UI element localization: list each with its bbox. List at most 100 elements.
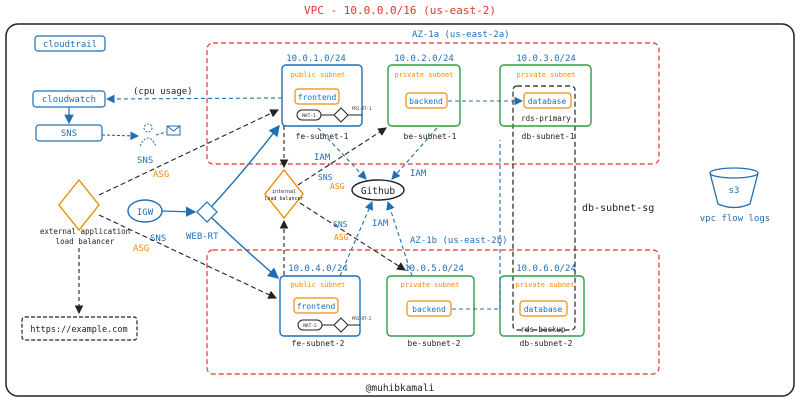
pri-rt-2-diamond [333,317,349,333]
int-lb-asg-label-1: ASG [330,182,345,191]
vpc-boundary [5,23,795,397]
be-subnet-2: 10.0.5.0/24 private subnet backend be-su… [386,264,475,348]
fe2-type: public subnet [291,281,346,289]
db2-rds: rds-backup [520,325,566,334]
pri-rt-2-label: PRI-RT-2 [352,316,372,321]
fe1-to-cloudwatch-arrow [105,94,283,104]
az2-boundary [206,249,660,375]
db1-database-box [523,92,572,109]
external-lb-line1: external application [40,227,130,236]
db1-cidr: 10.0.3.0/24 [516,54,576,64]
db-subnet-sg-label: db-subnet-sg [582,203,654,214]
be1-backend-box [405,92,448,109]
be1-type: private subnet [394,71,453,79]
be1-cidr: 10.0.2.0/24 [394,54,454,64]
fe2-name: fe-subnet-2 [292,339,345,348]
sns-asg-label-top-sns: SNS [137,156,153,166]
fe1-frontend-label: frontend [298,93,337,102]
az1-boundary [206,42,660,165]
iam-label-2: IAM [410,169,427,179]
sns-to-subscriber-arrow [101,131,140,141]
be2-backend-label: backend [412,305,446,314]
int-lb-to-be2-arrow [299,202,406,271]
cpu-usage-label: (cpu usage) [133,87,193,97]
int-lb-to-be1-arrow [297,127,387,186]
be-subnet-1: 10.0.2.0/24 private subnet backend be-su… [387,54,461,141]
fe1-name: fe-subnet-1 [296,132,349,141]
db1-database-label: database [528,97,567,106]
vpc-title: VPC - 10.0.0.0/16 (us-east-2) [304,4,496,17]
subscriber-to-email-line [155,131,167,136]
sns-asg-label-top-asg: ASG [153,170,169,180]
internal-load-balancer-icon [264,168,304,220]
int-lb-sns-label-1: SNS [318,173,333,182]
sns-label: SNS [61,129,77,139]
ext-lb-to-fe2-arrow [98,214,277,299]
igw-label: IGW [137,208,154,218]
db1-type: private subnet [516,71,575,79]
be2-iam-to-github-arrow [386,200,413,277]
be2-type: private subnet [400,281,459,289]
az1-label: AZ-1a (us-east-2a) [412,30,510,40]
be2-name: be-subnet-2 [408,339,461,348]
be1-backend-label: backend [409,97,443,106]
url-label: https://example.com [30,325,127,335]
email-icon [166,125,181,136]
be2-cidr: 10.0.5.0/24 [404,264,464,274]
nat2-label: NAT-2 [303,323,317,329]
nat1-label: NAT-1 [302,113,316,119]
cloudtrail-box [34,35,106,52]
pri-rt-1-diamond [333,107,349,123]
web-rt-to-fe1-arrow [211,124,280,207]
s3-label: s3 [729,186,740,196]
db-subnet-sg-boundary [512,85,576,331]
external-lb-line2: load balancer [56,237,115,246]
db1-name: db-subnet-1 [522,132,575,141]
igw-to-web-rt-arrow [161,206,197,217]
web-rt-diamond [196,201,218,223]
db2-database-box [519,300,568,317]
fe2-frontend-label: frontend [297,302,336,311]
github-label: Github [361,186,396,197]
sns-asg-label-bot-asg: ASG [133,244,149,254]
ext-lb-to-fe1-arrow [98,109,279,196]
db2-cidr: 10.0.6.0/24 [516,264,576,274]
fe1-frontend-box [294,88,340,105]
fe1-cidr: 10.0.1.0/24 [286,54,346,64]
github-node [351,179,405,201]
int-lb-sns-label-2: SNS [333,220,348,229]
subscriber-user-icon [139,123,157,147]
iam-label-3: IAM [372,219,389,229]
sns-asg-label-bot-sns: SNS [150,234,166,244]
s3-bucket-icon [709,167,759,209]
web-rt-label: WEB-RT [186,232,219,242]
url-box[interactable] [21,316,138,341]
iam-label-1: IAM [314,153,331,163]
db-subnet-2: 10.0.6.0/24 private subnet database rds-… [499,264,585,348]
db-subnet-1: 10.0.3.0/24 private subnet database rds-… [499,54,592,141]
az2-label: AZ-1b (us-east-2b) [410,236,508,246]
fe2-cidr: 10.0.4.0/24 [288,264,348,274]
pri-rt-1-label: PRI-RT-1 [352,106,372,111]
be2-backend-box [406,300,452,317]
fe-subnet-1: 10.0.1.0/24 public subnet frontend fe-su… [281,54,363,141]
vpc-flow-logs-label: vpc flow logs [700,214,770,224]
db2-name: db-subnet-2 [520,339,573,348]
be1-iam-to-github-arrow [391,127,438,180]
web-rt-to-fe2-arrow [211,217,280,279]
fe1-iam-to-github-arrow [317,127,367,180]
db1-rds: rds-primary [521,114,571,123]
cloudtrail-label: cloudtrail [43,40,97,50]
fe2-frontend-box [293,297,339,314]
int-lb-asg-label-2: ASG [334,233,349,242]
fe1-type: public subnet [291,71,346,79]
db2-database-label: database [524,305,563,314]
credit: @muhibkamali [366,383,435,394]
be2-to-db1-arrow [452,308,501,310]
internal-lb-line2: load balancer [264,196,303,202]
fe-subnet-2: 10.0.4.0/24 public subnet frontend fe-su… [279,264,361,348]
cloudwatch-label: cloudwatch [42,95,96,105]
internal-lb-line1: internal [272,189,296,195]
db2-type: private subnet [515,281,574,289]
